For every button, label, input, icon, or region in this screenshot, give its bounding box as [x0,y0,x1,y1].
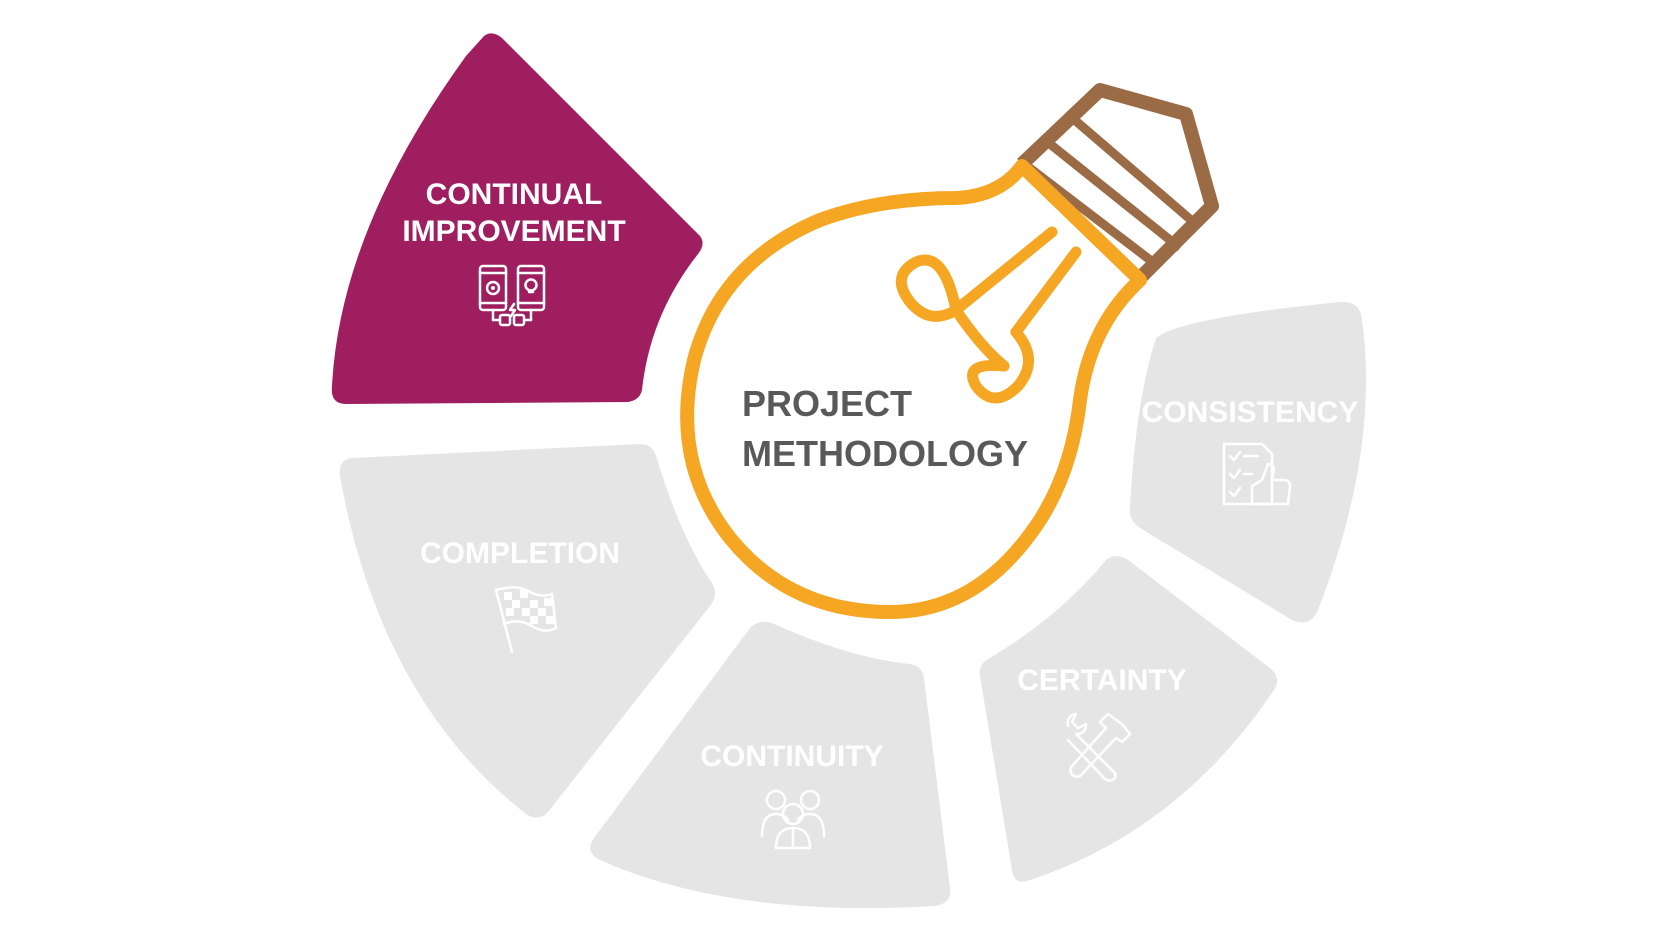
checklist-thumbs-up-icon [1222,442,1292,506]
certainty-label: CERTAINTY [1017,664,1186,697]
segment-continuity-shape [590,621,951,909]
continual-improvement-label-line1: CONTINUAL [426,178,603,211]
segment-consistency-shape [1129,301,1367,623]
checkered-flag-icon [494,586,558,654]
continual-improvement-label-line2: IMPROVEMENT [402,215,625,248]
center-title-line2: METHODOLOGY [742,433,1028,474]
segment-continual-improvement[interactable]: CONTINUAL IMPROVEMENT [331,33,703,405]
continuity-label: CONTINUITY [700,740,883,773]
segment-certainty[interactable]: CERTAINTY [979,556,1278,882]
bulb-glass-outline [680,159,1147,619]
team-people-icon [760,789,826,850]
segment-certainty-shape [979,556,1278,882]
segment-completion[interactable]: COMPLETION [339,444,715,818]
segment-continual-improvement-shape [331,33,703,405]
consistency-label: CONSISTENCY [1142,396,1359,429]
light-bulb-icon: PROJECT METHODOLOGY [680,83,1219,619]
segment-continuity[interactable]: CONTINUITY [590,621,951,909]
phones-connection-icon [478,264,546,327]
wrench-hammer-icon [1066,712,1132,782]
segment-completion-shape [339,444,715,818]
completion-label: COMPLETION [420,537,620,570]
bulb-filament [895,226,1082,404]
center-title-line1: PROJECT [742,383,912,424]
segment-consistency[interactable]: CONSISTENCY [1129,301,1367,623]
